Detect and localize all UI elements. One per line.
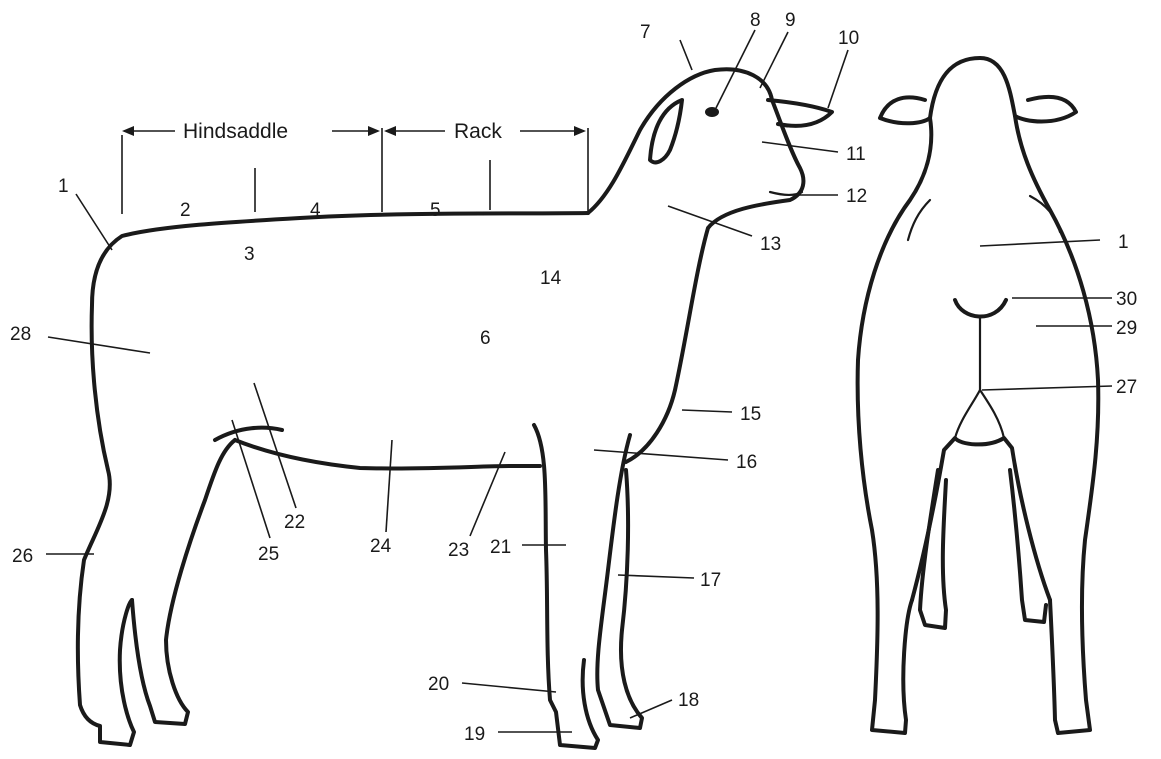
label-3: 3 [244, 244, 255, 265]
rear-twist-line [955, 318, 980, 438]
label-23: 23 [448, 540, 469, 561]
rear-body-outline-right [1015, 116, 1098, 733]
label-24: 24 [370, 536, 392, 557]
label-1: 1 [58, 176, 69, 197]
label-12: 12 [846, 186, 867, 207]
rear-near-legs-right [1010, 470, 1046, 622]
label-11: 11 [846, 144, 866, 165]
side-body-outline [78, 213, 588, 745]
label-5: 5 [430, 200, 441, 221]
rear-muscle-left [908, 200, 930, 240]
side-view-numbers: 1 2 3 4 5 6 7 8 9 10 11 12 13 14 15 16 1… [10, 10, 867, 745]
rear-view-numbers: 1 30 29 27 [1116, 232, 1137, 398]
rear-label-27: 27 [1116, 377, 1137, 398]
label-25: 25 [258, 544, 279, 565]
label-9: 9 [785, 10, 796, 31]
label-26: 26 [12, 546, 33, 567]
label-2: 2 [180, 200, 191, 221]
label-7: 7 [640, 22, 651, 43]
rear-label-30: 30 [1116, 289, 1137, 310]
label-14: 14 [540, 268, 562, 289]
side-far-hind-leg [132, 440, 235, 724]
label-20: 20 [428, 674, 449, 695]
rack-label: Rack [454, 120, 502, 143]
rear-dock [955, 300, 1006, 317]
rear-inner-legs [912, 438, 1050, 600]
label-17: 17 [700, 570, 721, 591]
label-19: 19 [464, 724, 485, 745]
side-far-foreleg [597, 435, 642, 728]
side-eye [705, 107, 719, 117]
label-18: 18 [678, 690, 699, 711]
rear-view-lamb [858, 58, 1099, 733]
side-chest-neck-outline [588, 69, 803, 462]
label-10: 10 [838, 28, 859, 49]
label-21: 21 [490, 537, 511, 558]
rear-label-29: 29 [1116, 318, 1137, 339]
label-4: 4 [310, 200, 321, 221]
rear-head-ears [880, 58, 1076, 123]
label-22: 22 [284, 512, 305, 533]
label-28: 28 [10, 324, 31, 345]
hindsaddle-label: Hindsaddle [183, 120, 288, 143]
label-8: 8 [750, 10, 761, 31]
label-16: 16 [736, 452, 757, 473]
label-6: 6 [480, 328, 491, 349]
side-view-lamb [78, 69, 832, 748]
label-15: 15 [740, 404, 761, 425]
rear-twist-line-right [980, 390, 1004, 438]
rear-label-1: 1 [1118, 232, 1129, 253]
label-13: 13 [760, 234, 781, 255]
side-near-foreleg [534, 425, 598, 748]
